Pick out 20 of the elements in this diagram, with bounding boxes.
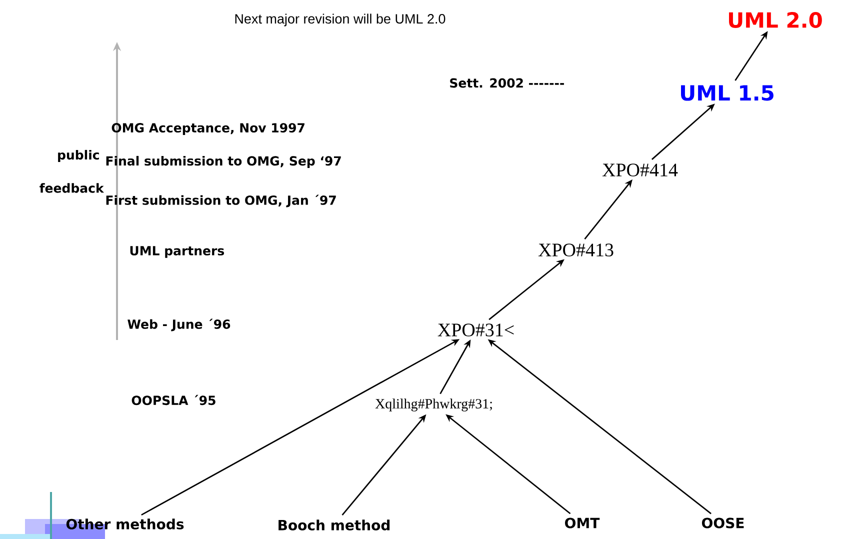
timeline-label: feedback: [40, 183, 104, 193]
timeline-label: Final submission to OMG, Sep ‘97: [106, 156, 341, 168]
timeline-label: Sett. 2002 -------: [450, 78, 564, 88]
timeline-label: OMG Acceptance, Nov 1997: [112, 123, 304, 135]
version-label: UML 2.0: [729, 12, 822, 28]
method-label: Other methods: [66, 518, 184, 530]
version-label: Xqlilhg#Phwkrg#31;: [375, 398, 492, 412]
title: Next major revision will be UML 2.0: [235, 14, 446, 26]
timeline-label: First submission to OMG, Jan ´97: [106, 194, 336, 208]
version-label: UML 1.5: [681, 85, 774, 101]
timeline-label: UML partners: [130, 246, 224, 258]
timeline-label: Web - June ´96: [128, 318, 230, 332]
method-label: Booch method: [278, 520, 390, 530]
version-label: XPO#414: [602, 164, 678, 176]
version-label: XPO#31<: [438, 324, 514, 336]
method-label: OMT: [565, 518, 600, 528]
timeline-label: OOPSLA ´95: [132, 394, 216, 406]
method-label: OOSE: [702, 518, 744, 528]
timeline-label: public: [58, 150, 99, 162]
version-label: XPO#413: [538, 244, 614, 256]
